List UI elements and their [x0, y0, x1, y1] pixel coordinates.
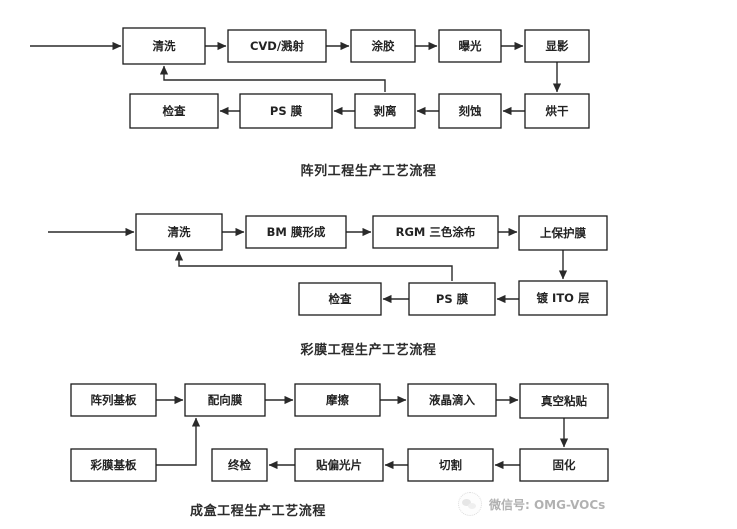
node-label: 终检 — [228, 458, 251, 472]
node-label: 贴偏光片 — [315, 458, 362, 472]
node-m1[interactable]: 清洗 — [135, 213, 223, 251]
node-label: 真空粘贴 — [541, 394, 587, 408]
edge-caimo-to-peixiang — [156, 417, 201, 466]
node-m3[interactable]: RGM 三色涂布 — [372, 215, 499, 249]
node-box — [70, 448, 157, 482]
node-m5[interactable]: 镀 ITO 层 — [518, 280, 608, 316]
wechat-logo-icon — [458, 492, 482, 516]
node-c8[interactable]: 贴偏光片 — [294, 448, 384, 482]
node-label: 镀 ITO 层 — [537, 291, 590, 305]
node-label: CVD/溅射 — [250, 39, 305, 53]
node-box — [350, 29, 416, 63]
watermark-text: 微信号: OMG-VOCs — [489, 497, 606, 512]
node-label: 配向膜 — [208, 393, 243, 407]
node-box — [407, 448, 494, 482]
node-c2[interactable]: 配向膜 — [184, 383, 266, 417]
node-label: 清洗 — [168, 225, 191, 239]
caption-cell-process: 成盒工程生产工艺流程 — [189, 504, 326, 519]
node-box — [518, 280, 608, 316]
node-box — [135, 213, 223, 251]
node-label: 阵列基板 — [91, 393, 137, 407]
node-box — [524, 93, 590, 129]
node-box — [372, 215, 499, 249]
caption-color-filter-process: 彩膜工程生产工艺流程 — [300, 343, 437, 358]
node-m6[interactable]: PS 膜 — [408, 282, 496, 316]
node-n1[interactable]: 清洗 — [122, 27, 206, 65]
node-box — [354, 93, 416, 129]
node-label: BM 膜形成 — [267, 225, 326, 239]
node-c10[interactable]: 彩膜基板 — [70, 448, 157, 482]
node-box — [298, 282, 382, 316]
node-label: 上保护膜 — [540, 226, 586, 240]
node-c1[interactable]: 阵列基板 — [70, 383, 157, 417]
node-box — [519, 383, 609, 419]
node-c7[interactable]: 切割 — [407, 448, 494, 482]
node-n10[interactable]: 检查 — [129, 93, 219, 129]
node-box — [245, 215, 347, 249]
edge-feedback-to-qingxi — [159, 65, 386, 92]
node-n5[interactable]: 显影 — [524, 29, 590, 63]
node-label: 清洗 — [153, 39, 176, 53]
node-m4[interactable]: 上保护膜 — [518, 215, 608, 251]
edge-feedback-to-qingxi-2 — [174, 251, 453, 281]
node-c9[interactable]: 终检 — [211, 448, 268, 482]
node-box — [519, 448, 609, 482]
node-box — [408, 282, 496, 316]
caption-array-process: 阵列工程生产工艺流程 — [300, 164, 437, 179]
node-label: PS 膜 — [436, 292, 469, 306]
node-n2[interactable]: CVD/溅射 — [227, 29, 327, 63]
node-box — [294, 448, 384, 482]
node-label: 涂胶 — [372, 39, 395, 53]
node-n8[interactable]: 剥离 — [354, 93, 416, 129]
node-label: RGM 三色涂布 — [396, 225, 476, 239]
node-label: 彩膜基板 — [90, 458, 137, 472]
node-box — [122, 27, 206, 65]
node-label: 刻蚀 — [459, 104, 482, 118]
node-box — [524, 29, 590, 63]
node-label: 剥离 — [374, 104, 397, 118]
watermark: 微信号: OMG-VOCs — [458, 492, 605, 516]
node-label: 显影 — [546, 39, 569, 53]
node-label: 检查 — [163, 104, 186, 118]
node-c6[interactable]: 固化 — [519, 448, 609, 482]
node-label: PS 膜 — [270, 104, 303, 118]
node-box — [227, 29, 327, 63]
node-m7[interactable]: 检查 — [298, 282, 382, 316]
node-label: 摩擦 — [326, 393, 349, 407]
node-n7[interactable]: 刻蚀 — [438, 93, 502, 129]
node-label: 固化 — [553, 458, 576, 472]
node-n9[interactable]: PS 膜 — [239, 93, 333, 129]
node-m2[interactable]: BM 膜形成 — [245, 215, 347, 249]
node-box — [239, 93, 333, 129]
node-box — [294, 383, 381, 417]
node-label: 切割 — [439, 458, 462, 472]
node-n6[interactable]: 烘干 — [524, 93, 590, 129]
node-n4[interactable]: 曝光 — [438, 29, 502, 63]
node-box — [211, 448, 268, 482]
node-box — [70, 383, 157, 417]
node-box — [407, 383, 497, 417]
node-c3[interactable]: 摩擦 — [294, 383, 381, 417]
node-box — [438, 29, 502, 63]
node-c5[interactable]: 真空粘贴 — [519, 383, 609, 419]
node-label: 曝光 — [459, 39, 482, 53]
node-label: 烘干 — [546, 104, 569, 118]
node-box — [518, 215, 608, 251]
node-box — [184, 383, 266, 417]
node-n3[interactable]: 涂胶 — [350, 29, 416, 63]
node-label: 检查 — [329, 292, 352, 306]
node-box — [438, 93, 502, 129]
node-label: 液晶滴入 — [429, 393, 475, 407]
node-box — [129, 93, 219, 129]
node-c4[interactable]: 液晶滴入 — [407, 383, 497, 417]
